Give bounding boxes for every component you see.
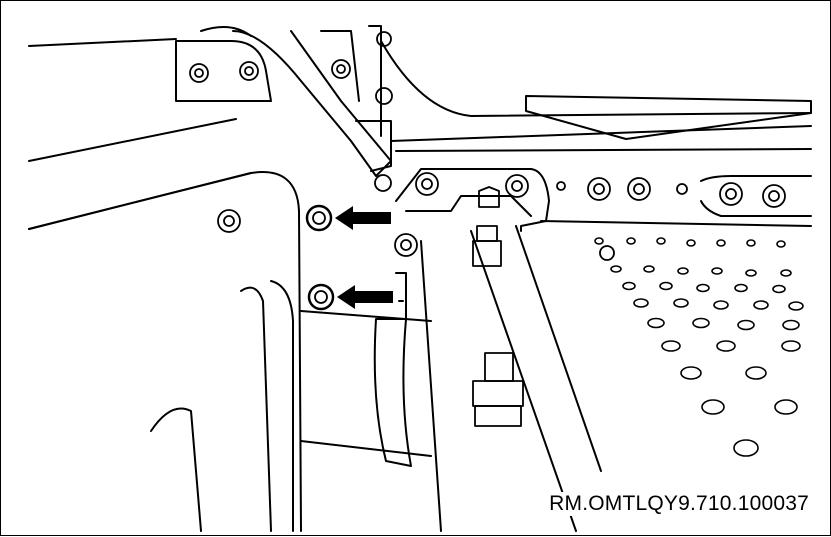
mounting-plate xyxy=(395,168,812,532)
arrow-left-icon xyxy=(335,206,391,230)
left-panel xyxy=(28,171,432,532)
upper-bracket xyxy=(175,25,392,177)
arrow-left-icon xyxy=(337,285,393,309)
perforations xyxy=(594,237,804,457)
clamp-strap xyxy=(373,272,412,467)
frame-lines xyxy=(28,38,812,230)
figure-reference-code: RM.OMTLQY9.710.100037 xyxy=(549,492,809,516)
bolts xyxy=(189,31,786,427)
